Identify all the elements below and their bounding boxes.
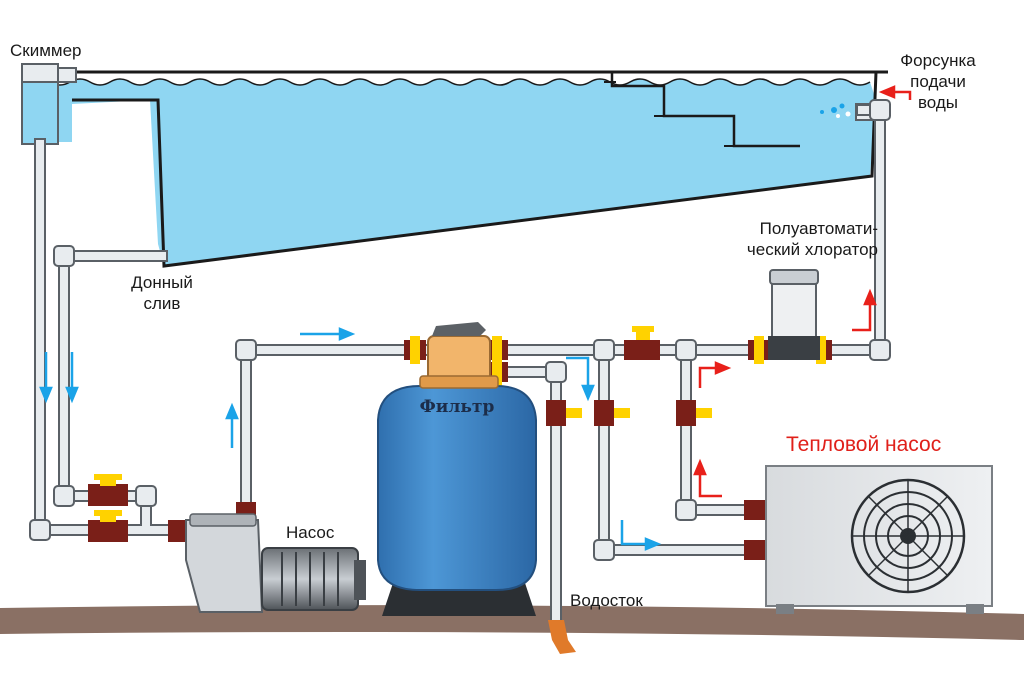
valve-filter-out — [486, 336, 508, 364]
heat-pump — [765, 465, 993, 614]
label-drain-line1: Донный — [131, 273, 193, 292]
label-nozzle-line1: Форсунка — [900, 51, 976, 70]
label-skimmer: Скиммер — [10, 41, 82, 60]
ground — [0, 605, 1024, 640]
arrow-red-riser — [852, 288, 877, 332]
valve-heatpump-in — [676, 400, 712, 426]
arrow-red-nozzle — [878, 85, 912, 100]
label-pump: Насос — [286, 523, 335, 542]
filter-valve-handle — [432, 322, 486, 336]
fittings-heatpump — [744, 500, 766, 560]
filter: Фильтр — [377, 322, 537, 616]
label-nozzle-line3: воды — [917, 93, 959, 112]
valve-drain-line — [88, 510, 128, 542]
label-drain-line2: слив — [143, 294, 181, 313]
arrow-down-drain — [65, 352, 79, 404]
valve-skimmer-line — [88, 474, 128, 506]
label-waste: Водосток — [570, 591, 643, 610]
arrow-right-bottom — [620, 520, 662, 551]
pump-housing — [185, 519, 264, 613]
label-heat-pump: Тепловой насос — [786, 433, 942, 456]
flow-arrows-red — [693, 85, 912, 498]
pump — [185, 513, 366, 613]
valve-bypass-down — [594, 400, 630, 426]
filter-label: Фильтр — [420, 397, 495, 417]
label-chlorinator-line2: ческий хлоратор — [746, 240, 878, 259]
valve-top-main — [624, 326, 660, 360]
drain-outlet — [548, 620, 576, 654]
arrow-right-top — [300, 327, 356, 341]
valves — [88, 326, 832, 560]
filter-valve — [427, 335, 491, 383]
filter-tank — [377, 385, 537, 591]
arrow-up-pump — [225, 402, 239, 448]
arrow-red-from-heatpump — [693, 458, 722, 498]
label-nozzle-line2: подачи — [910, 72, 966, 91]
flow-arrows-blue — [39, 327, 662, 551]
label-nozzle: Форсунка подачи воды — [886, 50, 990, 113]
arrow-down-skimmer — [39, 352, 53, 404]
label-chlorinator: Полуавтомати- ческий хлоратор — [712, 218, 878, 260]
valve-waste-line — [546, 400, 582, 426]
arrow-bypass — [566, 356, 595, 402]
valve-filter-in — [404, 336, 426, 364]
pool-water — [30, 79, 876, 266]
arrow-red-to-chlorinator — [698, 361, 732, 388]
label-chlorinator-line1: Полуавтомати- — [759, 219, 878, 238]
skimmer — [21, 63, 77, 145]
pipe-elbows — [29, 99, 891, 561]
pool-basin — [28, 70, 888, 268]
chlorinator — [768, 269, 820, 360]
label-bottom-drain: Донный слив — [120, 272, 204, 314]
